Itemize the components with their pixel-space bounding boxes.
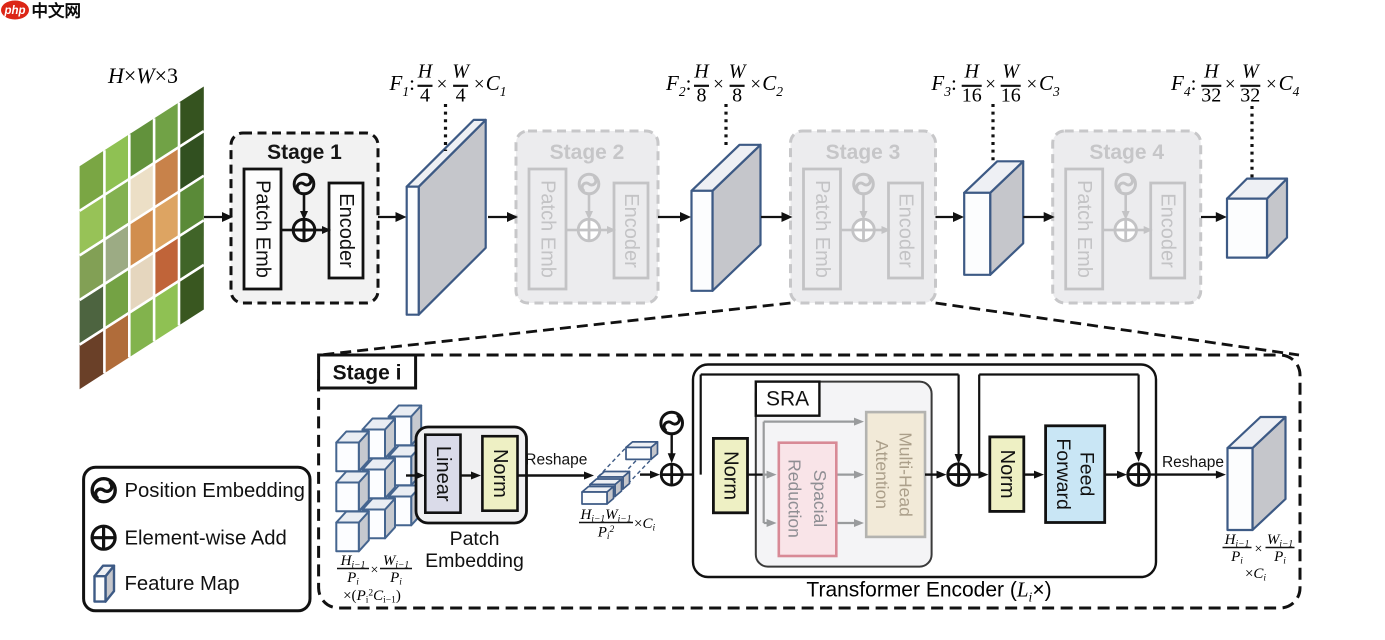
svg-text:×: ×	[437, 74, 448, 95]
svg-text:Stage 4: Stage 4	[1089, 141, 1164, 164]
svg-text:Reshape: Reshape	[1162, 454, 1224, 471]
svg-text:php: php	[3, 5, 25, 17]
svg-text:Attention: Attention	[872, 440, 892, 509]
svg-text:Stage 1: Stage 1	[267, 141, 342, 164]
svg-text:H: H	[1203, 61, 1220, 83]
svg-text:中文网: 中文网	[32, 1, 82, 21]
svg-text:H×W×3: H×W×3	[107, 63, 178, 88]
svg-text:×: ×	[713, 74, 724, 95]
svg-text:H: H	[963, 61, 980, 83]
svg-text:F2:: F2:	[665, 71, 691, 99]
svg-text:Stage i: Stage i	[333, 362, 402, 385]
svg-text:Stage 3: Stage 3	[826, 141, 901, 164]
svg-text:×: ×	[985, 74, 996, 95]
svg-text:16: 16	[1001, 85, 1021, 107]
svg-text:Feature Map: Feature Map	[125, 573, 240, 595]
svg-text:F3:: F3:	[930, 71, 956, 99]
svg-text:SRA: SRA	[766, 388, 809, 411]
svg-text:Reduction: Reduction	[785, 459, 805, 538]
svg-text:×Ci: ×Ci	[1245, 566, 1266, 584]
svg-text:Position Embedding: Position Embedding	[125, 480, 305, 502]
svg-text:Stage 2: Stage 2	[550, 141, 625, 164]
svg-text:Element-wise Add: Element-wise Add	[125, 528, 287, 550]
svg-text:Embedding: Embedding	[425, 550, 524, 572]
svg-text:F4:: F4:	[1170, 71, 1196, 99]
svg-text:Pi: Pi	[1273, 549, 1286, 567]
svg-text:×: ×	[1266, 74, 1277, 95]
svg-text:4: 4	[420, 85, 430, 107]
svg-text:Patch Emb: Patch Emb	[811, 180, 833, 278]
svg-text:Forward: Forward	[1052, 438, 1074, 510]
svg-text:×: ×	[750, 74, 761, 95]
svg-text:×: ×	[474, 74, 485, 95]
svg-text:W: W	[1242, 61, 1261, 83]
svg-text:32: 32	[1201, 85, 1221, 107]
svg-text:Spacial: Spacial	[810, 470, 830, 527]
svg-text:H: H	[693, 61, 710, 83]
svg-text:Pi: Pi	[346, 570, 359, 588]
svg-text:F1:: F1:	[389, 71, 415, 99]
svg-text:8: 8	[732, 85, 742, 107]
svg-text:8: 8	[697, 85, 707, 107]
svg-text:Encoder: Encoder	[620, 193, 642, 268]
svg-text:Transformer Encoder (Li×): Transformer Encoder (Li×)	[806, 578, 1051, 605]
svg-text:Pi: Pi	[389, 570, 402, 588]
svg-text:×: ×	[1255, 542, 1263, 557]
svg-text:Norm: Norm	[489, 449, 511, 498]
svg-text:Patch Emb: Patch Emb	[537, 180, 559, 278]
svg-text:Multi-Head: Multi-Head	[896, 432, 916, 517]
svg-text:Linear: Linear	[432, 446, 454, 502]
svg-text:×Ci: ×Ci	[634, 516, 655, 534]
svg-text:Norm: Norm	[996, 450, 1018, 499]
svg-text:W: W	[729, 61, 748, 83]
svg-text:W: W	[1002, 61, 1021, 83]
svg-text:H: H	[417, 61, 434, 83]
svg-text:Patch Emb: Patch Emb	[1073, 180, 1095, 278]
svg-text:Pi: Pi	[1230, 549, 1243, 567]
svg-text:W: W	[452, 61, 471, 83]
svg-text:Patch Emb: Patch Emb	[252, 180, 274, 278]
svg-text:32: 32	[1240, 85, 1260, 107]
svg-text:16: 16	[962, 85, 982, 107]
svg-text:×: ×	[1026, 74, 1037, 95]
svg-text:×: ×	[371, 563, 379, 578]
svg-text:Norm: Norm	[720, 451, 742, 500]
svg-text:×: ×	[1225, 74, 1236, 95]
svg-text:Patch: Patch	[450, 528, 500, 550]
svg-text:Feed: Feed	[1076, 452, 1098, 496]
svg-text:Encoder: Encoder	[895, 193, 917, 268]
svg-text:Reshape: Reshape	[525, 452, 587, 469]
svg-text:4: 4	[456, 85, 466, 107]
svg-text:Encoder: Encoder	[335, 193, 357, 268]
svg-text:Encoder: Encoder	[1157, 193, 1179, 268]
